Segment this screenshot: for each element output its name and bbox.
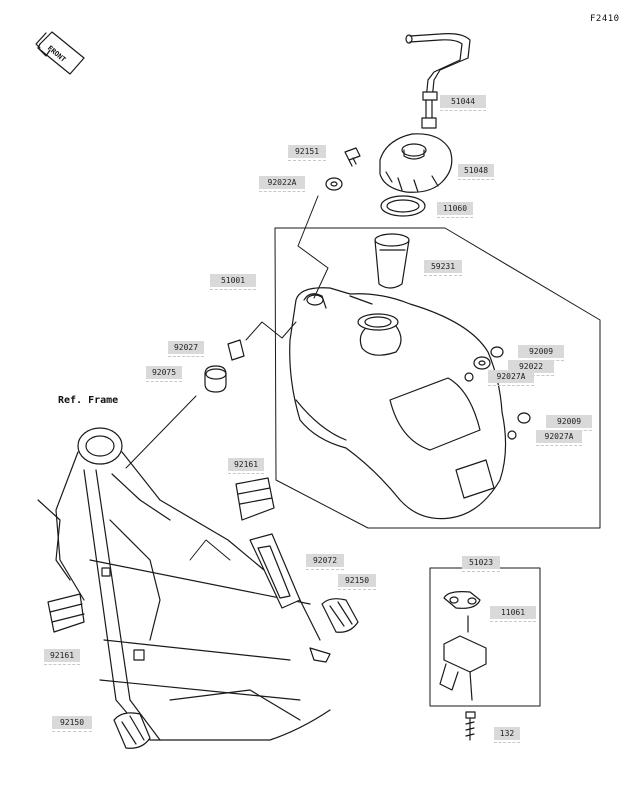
- fuel-tank-cap: [379, 133, 453, 193]
- part-label-92009-upper[interactable]: 92009: [518, 345, 564, 361]
- frame: [37, 427, 331, 741]
- figure-code: F2410: [590, 14, 620, 24]
- part-label-92027[interactable]: 92027: [168, 341, 204, 357]
- part-label-11061[interactable]: 11061: [490, 606, 536, 622]
- fuel-cock: [439, 591, 487, 741]
- ref-frame-label: Ref. Frame: [58, 395, 119, 406]
- part-label-92027A-lower[interactable]: 92027A: [536, 430, 582, 446]
- part-label-92072[interactable]: 92072: [306, 554, 344, 570]
- part-label-92151[interactable]: 92151: [288, 145, 326, 161]
- front-label: FRONT: [45, 44, 68, 64]
- part-label-51001[interactable]: 51001: [210, 274, 256, 290]
- rubber-band-icon: [249, 533, 301, 609]
- part-label-92161-upper[interactable]: 92161: [228, 458, 264, 474]
- part-label-59231[interactable]: 59231: [424, 260, 462, 276]
- part-label-92150-lower[interactable]: 92150: [52, 716, 92, 732]
- part-label-11060[interactable]: 11060: [437, 202, 473, 218]
- part-label-92161-lower[interactable]: 92161: [44, 649, 80, 665]
- cap-gasket: [380, 195, 426, 217]
- rubber-damper-icon: [47, 477, 275, 633]
- part-label-92150-upper[interactable]: 92150: [338, 574, 376, 590]
- fuel-tank: [289, 287, 507, 520]
- part-label-132[interactable]: 132: [494, 727, 520, 743]
- part-label-92027A-upper[interactable]: 92027A: [488, 370, 534, 386]
- washer-icon: [325, 177, 343, 191]
- part-label-92022A[interactable]: 92022A: [259, 176, 305, 192]
- part-label-92009-lower[interactable]: 92009: [546, 415, 592, 431]
- front-arrow-icon: [35, 31, 85, 75]
- part-label-92075[interactable]: 92075: [146, 366, 182, 382]
- part-label-51048[interactable]: 51048: [458, 164, 494, 180]
- fuel-line-hose: [405, 33, 471, 129]
- front-badge: FRONT: [36, 32, 86, 80]
- rubber-cap-icon: [204, 339, 245, 393]
- part-label-51023[interactable]: 51023: [462, 556, 500, 572]
- bolt-icon: [344, 147, 361, 167]
- grommet-icon: [464, 346, 531, 440]
- part-label-51044[interactable]: 51044: [440, 95, 486, 111]
- damper-icon: [113, 598, 359, 749]
- fuel-filter: [374, 233, 410, 289]
